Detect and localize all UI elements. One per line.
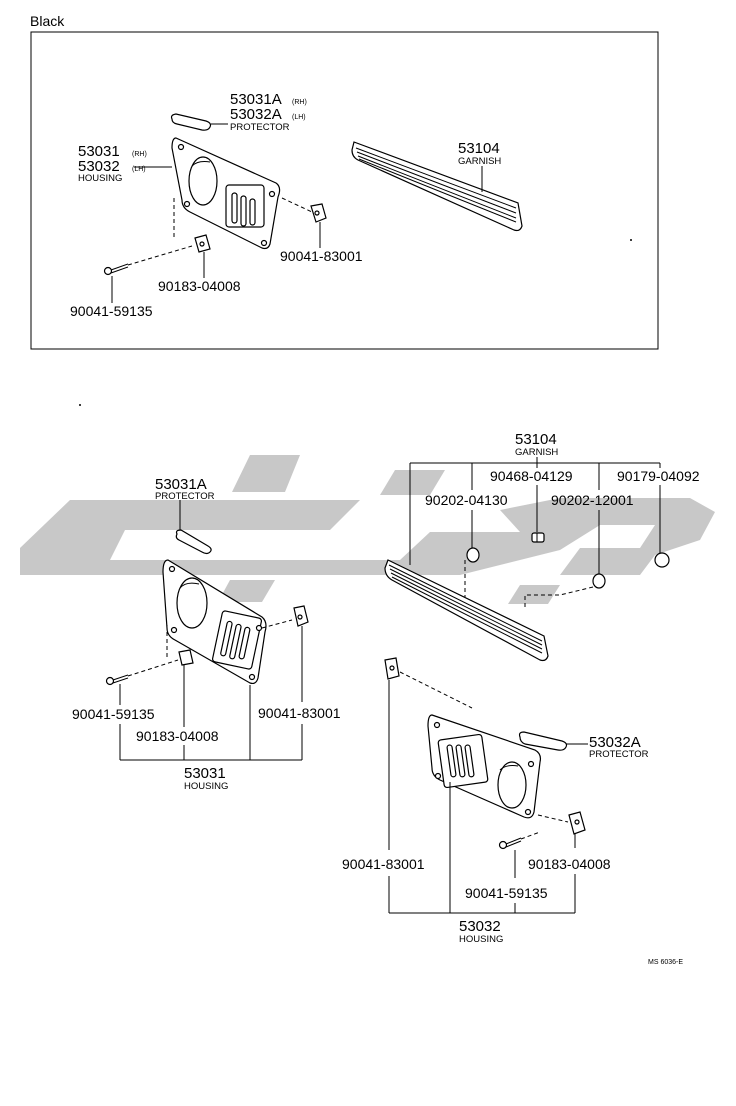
top-clip-left-part	[194, 234, 211, 253]
br-part-90202-12001: 90202-12001	[551, 492, 634, 508]
bl-clip-left-pn: 90183-04008	[136, 728, 219, 744]
top-protector-pn-lh-side: (LH)	[292, 114, 306, 121]
br-grommet-90179	[654, 552, 670, 568]
top-protector-name: PROTECTOR	[230, 122, 290, 133]
br-washer-90202-12001	[592, 573, 606, 589]
top-clip-right-pn: 90041-83001	[280, 248, 363, 264]
bl-screw-part	[105, 674, 129, 686]
figure-code: MS 6036-E	[648, 959, 683, 966]
top-diagram-frame	[30, 31, 659, 350]
top-clip-left-pn: 90183-04008	[158, 278, 241, 294]
top-garnish-name: GARNISH	[458, 156, 501, 167]
bl-housing-pn: 53031	[184, 765, 226, 782]
bottom-left-diagram: 53031A PROTECTOR 90041-83001	[72, 476, 341, 792]
bl-clip-right-pn: 90041-83001	[258, 705, 341, 721]
watermark-logo	[20, 455, 715, 604]
bl-housing-name: HOUSING	[184, 781, 228, 792]
top-protector-pn-rh-side: (RH)	[292, 99, 307, 106]
br-clip-left-pn: 90041-83001	[342, 856, 425, 872]
br-washer-90202-04130	[466, 547, 480, 563]
top-garnish-part	[351, 141, 523, 232]
bl-clip-right-part	[293, 605, 309, 627]
bl-housing-part	[162, 559, 267, 685]
variant-label: Black	[30, 13, 65, 29]
bottom-right-diagram: 53104 GARNISH 90468-04129 90179-04092 90…	[342, 431, 700, 945]
br-screw-part	[498, 837, 522, 850]
top-housing-pn-lh: 53032	[78, 158, 120, 175]
br-nut-90468	[531, 532, 545, 543]
br-garnish-pn: 53104	[515, 431, 557, 448]
bl-protector-part	[175, 529, 212, 555]
br-protector-name: PROTECTOR	[589, 749, 649, 760]
br-garnish-part	[384, 559, 549, 662]
br-part-90179: 90179-04092	[617, 468, 700, 484]
top-protector-pn-rh: 53031A	[230, 91, 282, 108]
top-clip-right-part	[310, 203, 327, 223]
top-housing-pn-rh-side: (RH)	[132, 151, 147, 158]
br-clip-right-pn: 90183-04008	[528, 856, 611, 872]
top-diagram: 53031A (RH) 53032A (LH) PROTECTOR 53031 …	[70, 91, 632, 319]
bl-clip-left-part	[178, 649, 194, 666]
top-housing-pn-lh-side: (LH)	[132, 166, 146, 173]
br-part-90468: 90468-04129	[490, 468, 573, 484]
top-housing-name: HOUSING	[78, 173, 122, 184]
br-protector-pn: 53032A	[589, 734, 641, 751]
br-housing-name: HOUSING	[459, 934, 503, 945]
top-screw-pn: 90041-59135	[70, 303, 153, 319]
bl-screw-pn: 90041-59135	[72, 706, 155, 722]
br-housing-part	[427, 714, 542, 819]
br-garnish-name: GARNISH	[515, 447, 558, 458]
bl-protector-name: PROTECTOR	[155, 491, 215, 502]
br-housing-pn: 53032	[459, 918, 501, 935]
top-protector-part	[170, 113, 212, 131]
top-screw-part	[103, 263, 129, 276]
top-garnish-pn: 53104	[458, 140, 500, 157]
br-clip-right-part	[568, 811, 586, 835]
br-protector-part	[518, 731, 568, 751]
top-housing-part	[171, 137, 281, 250]
br-part-90202-04130: 90202-04130	[425, 492, 508, 508]
top-protector-pn-lh: 53032A	[230, 106, 282, 123]
br-clip-left-part	[384, 657, 400, 680]
top-housing-pn-rh: 53031	[78, 143, 120, 160]
bl-protector-pn: 53031A	[155, 476, 207, 493]
br-screw-pn: 90041-59135	[465, 885, 548, 901]
